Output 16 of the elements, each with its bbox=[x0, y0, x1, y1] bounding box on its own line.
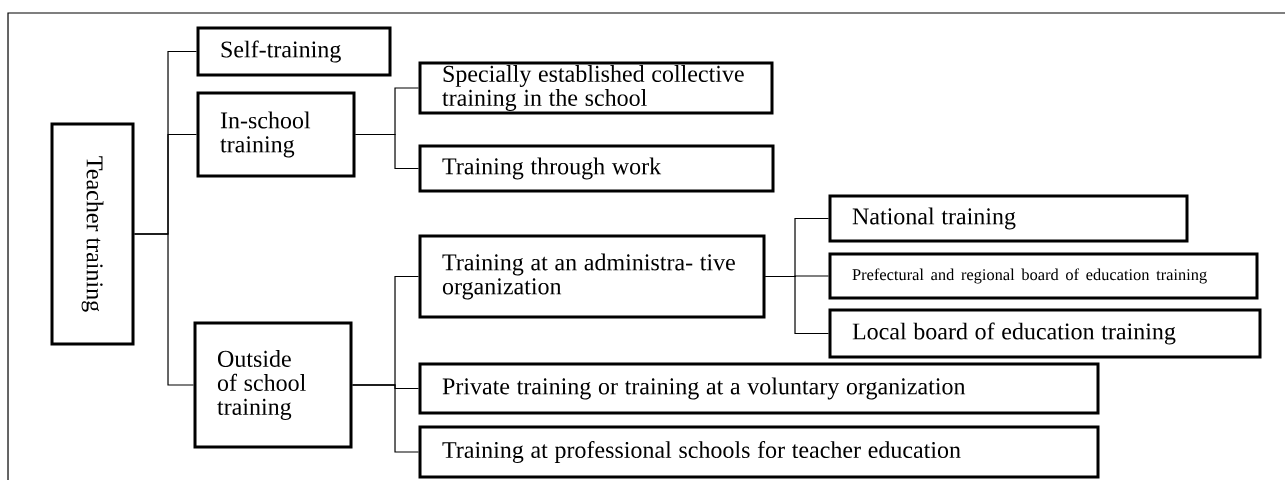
connector-line bbox=[351, 384, 420, 453]
text-box: Private training or training at a voluntary organization bbox=[418, 362, 1100, 415]
text-box: Outside of school training bbox=[193, 321, 353, 449]
connector-line bbox=[764, 275, 830, 335]
text-box: Training through work bbox=[418, 144, 775, 193]
text-box: In-school training bbox=[196, 91, 356, 178]
text-box: Self-training bbox=[196, 26, 392, 77]
text-box: Teacher training bbox=[50, 122, 135, 346]
connector-line bbox=[133, 233, 195, 386]
text-box: Training at professional schools for teacher education bbox=[418, 425, 1100, 479]
text-box: Specially established collective training in the school bbox=[418, 61, 774, 115]
text-box: National training bbox=[828, 194, 1189, 243]
text-box: Prefectural and regional board of education training bbox=[828, 252, 1259, 300]
text-box: Training at an administra- tive organization bbox=[418, 234, 766, 319]
text-box: Local board of education training bbox=[828, 308, 1262, 359]
connector-line bbox=[354, 133, 420, 170]
